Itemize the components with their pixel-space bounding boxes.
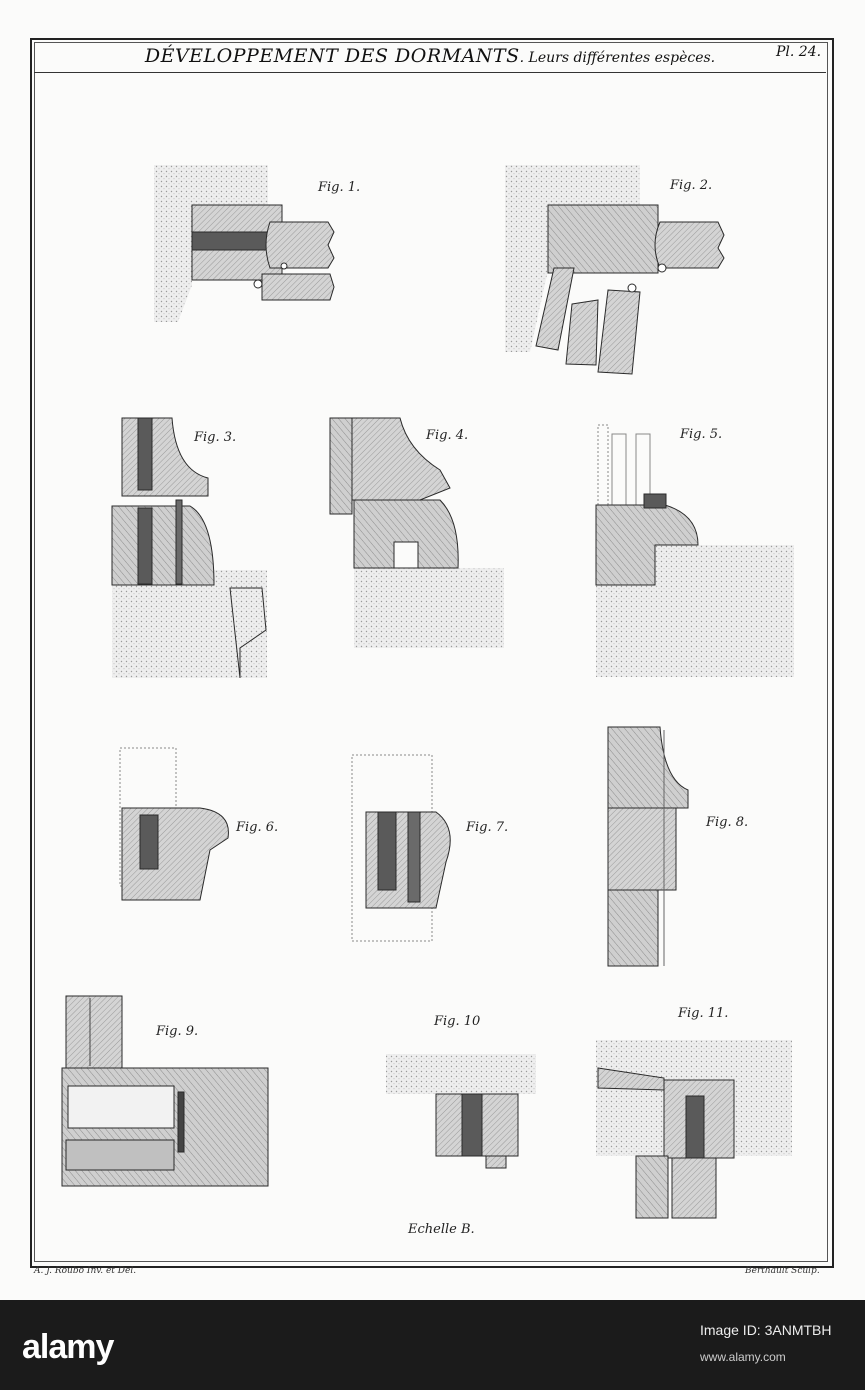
credit-engraver: Berthault Sculp.: [745, 1266, 820, 1276]
credit-inventor: A. J. Roubo Inv. et Del.: [34, 1266, 137, 1276]
fig-4-label: Fig. 4.: [426, 428, 469, 443]
fig-1-drawing: [154, 165, 335, 322]
watermark-banner: alamy Image ID: 3ANMTBH www.alamy.com: [0, 1300, 865, 1390]
fig-6-label: Fig. 6.: [236, 820, 279, 835]
plate-title-sub: . Leurs différentes espèces.: [519, 50, 716, 66]
plate-border-outer: [30, 38, 834, 1268]
fig-10-drawing: [386, 1054, 536, 1169]
fig-9-drawing: [61, 995, 269, 1187]
fig-9-label: Fig. 9.: [156, 1024, 199, 1039]
fig-7-label: Fig. 7.: [466, 820, 509, 835]
fig-10-label: Fig. 10: [434, 1014, 481, 1029]
fig-3-drawing: [111, 417, 267, 679]
fig-5-drawing: [595, 424, 794, 677]
plate-title: DÉVELOPPEMENT DES DORMANTS. Leurs différ…: [34, 45, 826, 67]
fig-6-drawing: [119, 747, 229, 901]
fig-8-drawing: [607, 726, 689, 967]
image-id: Image ID: 3ANMTBH: [700, 1322, 832, 1338]
fig-5-label: Fig. 5.: [680, 427, 723, 442]
fig-3-label: Fig. 3.: [194, 430, 237, 445]
fig-2-drawing: [505, 165, 725, 375]
plate-title-main: DÉVELOPPEMENT DES DORMANTS: [144, 45, 520, 67]
watermark-url: www.alamy.com: [700, 1350, 786, 1364]
scale-label: Echelle B.: [408, 1222, 475, 1237]
alamy-logo: alamy: [22, 1328, 114, 1366]
title-rule: [34, 72, 826, 73]
fig-4-drawing: [329, 417, 504, 648]
fig-2-label: Fig. 2.: [670, 178, 713, 193]
fig-7-drawing: [351, 754, 451, 942]
fig-11-label: Fig. 11.: [678, 1006, 729, 1021]
fig-8-label: Fig. 8.: [706, 815, 749, 830]
joinery-drawings: [61, 165, 794, 1219]
plate-number: Pl. 24.: [776, 44, 822, 60]
fig-1-label: Fig. 1.: [318, 180, 361, 195]
engraving-plate: DÉVELOPPEMENT DES DORMANTS. Leurs différ…: [30, 38, 834, 1276]
fig-11-drawing: [596, 1040, 792, 1219]
plate-border-inner: [34, 42, 828, 1262]
